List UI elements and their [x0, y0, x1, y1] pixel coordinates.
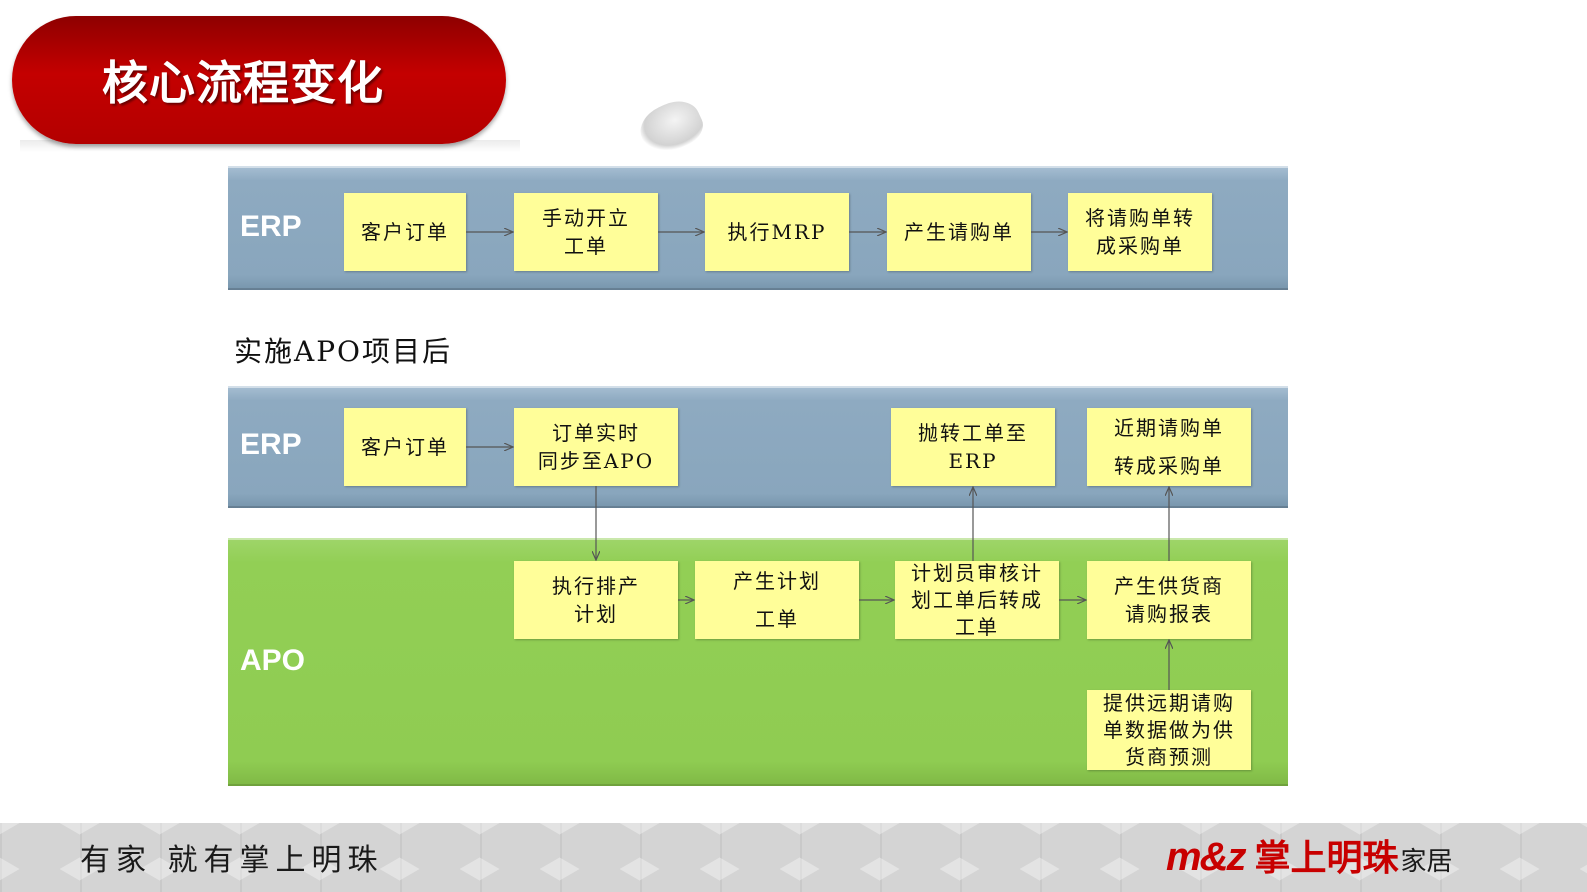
- step-run-mrp: 执行MRP: [705, 193, 849, 271]
- after-customer-order: 客户订单: [344, 408, 466, 486]
- step-pr-to-po: 将请购单转 成采购单: [1068, 193, 1212, 271]
- page-title: 核心流程变化: [102, 56, 384, 110]
- erp-band-label: ERP: [240, 428, 302, 461]
- after-caption: 实施APO项目后: [234, 335, 453, 368]
- logo-suffix: 家居: [1400, 847, 1453, 877]
- apo-band-label: APO: [240, 644, 306, 677]
- footer: 有家 就有掌上明珠 m&z 掌上明珠 家居: [0, 823, 1587, 892]
- apo-run-schedule: 执行排产 计划: [514, 561, 678, 639]
- after-sync-apo: 订单实时 同步至APO: [514, 408, 678, 486]
- brand-logo: m&z 掌上明珠 家居: [1166, 829, 1452, 881]
- decorative-swoosh: [633, 93, 709, 161]
- apo-planned-work-order: 产生计划 工单: [695, 561, 859, 639]
- logo-brand: 掌上明珠: [1254, 838, 1399, 879]
- step-manual-work-order: 手动开立 工单: [514, 193, 658, 271]
- logo-mark: m&z: [1166, 835, 1246, 879]
- apo-long-term-forecast: 提供远期请购 单数据做为供 货商预测: [1087, 690, 1251, 770]
- title-banner: 核心流程变化: [12, 16, 506, 144]
- step-generate-pr: 产生请购单: [887, 193, 1031, 271]
- after-near-term-pr: 近期请购单 转成采购单: [1087, 408, 1251, 486]
- erp-band-label: ERP: [240, 210, 302, 243]
- apo-supplier-report: 产生供货商 请购报表: [1087, 561, 1251, 639]
- footer-slogan: 有家 就有掌上明珠: [80, 843, 384, 878]
- apo-planner-review: 计划员审核计 划工单后转成 工单: [895, 561, 1059, 639]
- after-transfer-work-order: 抛转工单至 ERP: [891, 408, 1055, 486]
- step-customer-order: 客户订单: [344, 193, 466, 271]
